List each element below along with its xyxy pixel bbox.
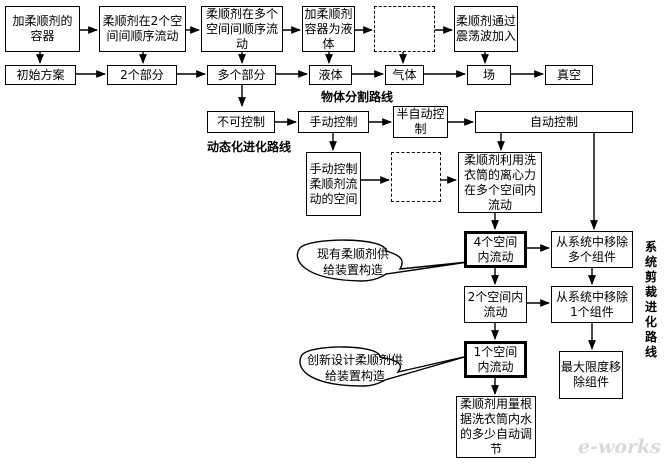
node-manual-space: 手动控制柔顺剂流动的空间 [306, 152, 361, 216]
node-centrifugal: 柔顺剂利用洗衣筒的离心力在多个空间内流动 [458, 152, 542, 213]
node-placeholder-dashed [374, 6, 435, 52]
bubble2-shape [299, 346, 469, 387]
node-uncontrollable: 不可控制 [207, 111, 275, 133]
node-gas: 气体 [385, 65, 424, 85]
node-remove-one: 从系统中移除1个组件 [551, 286, 633, 323]
watermark-logo: e-works [578, 436, 661, 458]
label-trim-route: 系统剪裁进化路线 [644, 240, 657, 359]
node-two-spaces: 2个空间内流动 [464, 286, 527, 323]
node-vacuum: 真空 [545, 65, 593, 85]
node-semi-auto-control: 半自动控制 [393, 106, 448, 138]
node-multi-space-flow: 柔顺剂在多个空间间顺序流动 [201, 6, 283, 52]
node-initial-plan: 初始方案 [5, 65, 76, 85]
bubble1-shape [296, 239, 469, 282]
node-container: 加柔顺剂的容器 [5, 6, 80, 52]
node-shockwave: 柔顺剂通过震荡波加入 [454, 6, 518, 52]
node-liquid: 液体 [309, 65, 352, 85]
node-four-spaces: 4个空间内流动 [464, 231, 527, 268]
node-remove-max: 最大限度移除组件 [559, 351, 623, 399]
node-remove-many: 从系统中移除多个组件 [551, 231, 633, 268]
node-two-parts: 2个部分 [107, 65, 177, 85]
label-dynamic-route: 动态化进化路线 [207, 140, 292, 154]
node-mid-dashed [391, 152, 441, 202]
node-liquid-container: 加柔顺剂容器为液体 [302, 6, 355, 52]
node-multi-parts: 多个部分 [207, 65, 276, 85]
node-auto-adjust: 柔顺剂用量根据洗衣筒内水的多少自动调节 [456, 396, 536, 458]
label-object-split-route: 物体分割路线 [321, 90, 394, 104]
node-auto-control: 自动控制 [475, 111, 633, 133]
bubble1-text: 现有柔顺剂供给装置构造 [316, 247, 389, 277]
node-manual-control: 手动控制 [298, 111, 369, 133]
node-field: 场 [467, 65, 511, 85]
bubble2-text: 创新设计柔顺剂供给装置构造 [306, 353, 403, 383]
node-two-space-flow: 柔顺剂在2个空间间顺序流动 [99, 6, 186, 52]
node-one-space: 1个空间内流动 [464, 341, 527, 378]
